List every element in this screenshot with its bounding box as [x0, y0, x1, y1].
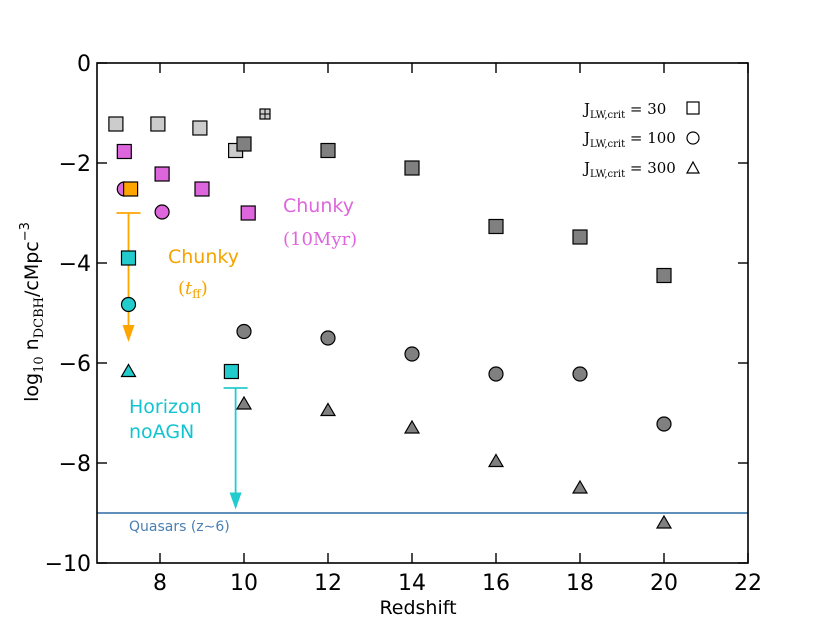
square-marker — [154, 166, 170, 182]
square-marker — [192, 120, 208, 136]
square-marker — [194, 181, 210, 197]
annotation-chunky-tff-sub: (tff) — [178, 278, 208, 301]
circle-marker — [488, 366, 504, 382]
square-marker — [122, 181, 139, 197]
square-marker — [236, 136, 252, 152]
annotation-horizon: Horizon — [129, 396, 202, 418]
legend-label-100: JLW,crit = 100 — [582, 129, 676, 150]
x-axis-title: Redshift — [379, 597, 456, 619]
legend: JLW,crit = 30 JLW,crit = 100 JLW,crit = … — [582, 100, 701, 180]
x-tick-label: 22 — [734, 571, 762, 596]
legend-label-30: JLW,crit = 30 — [582, 100, 666, 121]
annotation-noagn: noAGN — [129, 421, 194, 443]
square-marker — [240, 205, 256, 221]
x-tick-label: 14 — [398, 571, 426, 596]
annotation-chunky-10myr-sub: (10Myr) — [283, 229, 357, 250]
y-axis-title: log10 nDCBH/cMpc−3 — [18, 222, 47, 402]
circle-marker — [320, 330, 336, 346]
square-marker — [116, 143, 132, 160]
x-tick-label: 8 — [153, 571, 167, 596]
x-tick-label: 20 — [650, 571, 678, 596]
square-marker — [656, 267, 672, 284]
marks-layer — [97, 108, 748, 529]
legend-circle-marker — [686, 131, 700, 145]
square-marker — [572, 229, 588, 245]
circle-marker — [154, 204, 170, 220]
legend-label-300: JLW,crit = 300 — [582, 159, 676, 180]
x-tick-label: 12 — [314, 571, 342, 596]
triangle-marker — [571, 479, 589, 494]
upper-limit-arrowhead — [122, 325, 135, 342]
y-tick-label: −10 — [45, 552, 91, 577]
square-marker — [120, 250, 137, 266]
triangle-marker — [403, 419, 421, 434]
square-marker — [320, 142, 336, 159]
triangle-marker — [319, 402, 337, 417]
square-marker — [404, 160, 420, 176]
triangle-marker — [235, 395, 253, 410]
annotation-chunky-tff: Chunky — [168, 246, 239, 268]
triangle-marker — [120, 363, 137, 378]
triangle-marker — [487, 453, 505, 468]
annotation-chunky-10myr: Chunky — [283, 195, 354, 217]
plot-frame — [96, 62, 749, 564]
y-tick-label: −6 — [59, 352, 91, 377]
square-marker — [488, 218, 504, 235]
annotation-quasars: Quasars (z∼6) — [129, 519, 230, 535]
x-tick-label: 10 — [230, 571, 258, 596]
circle-marker — [656, 416, 672, 432]
legend-square-marker — [686, 101, 700, 115]
y-tick-label: −4 — [59, 252, 91, 277]
x-tick-label: 16 — [482, 571, 510, 596]
circle-marker — [120, 296, 137, 313]
legend-triangle-marker — [685, 160, 701, 174]
circle-marker — [236, 323, 252, 340]
y-tick-label: −2 — [59, 152, 91, 177]
circle-marker — [572, 366, 588, 382]
y-tick-label: 0 — [77, 52, 91, 77]
triangle-marker — [655, 514, 673, 529]
circle-marker — [404, 346, 420, 362]
square-marker — [108, 116, 124, 132]
axes-layer: 8 10 12 14 16 18 20 22 0 −2 −4 −6 −8 −10 — [45, 52, 762, 596]
x-tick-label: 18 — [566, 571, 594, 596]
square-marker — [150, 116, 166, 132]
y-tick-label: −8 — [59, 452, 91, 477]
upper-limit-arrowhead — [229, 492, 242, 510]
square-marker — [223, 363, 239, 380]
